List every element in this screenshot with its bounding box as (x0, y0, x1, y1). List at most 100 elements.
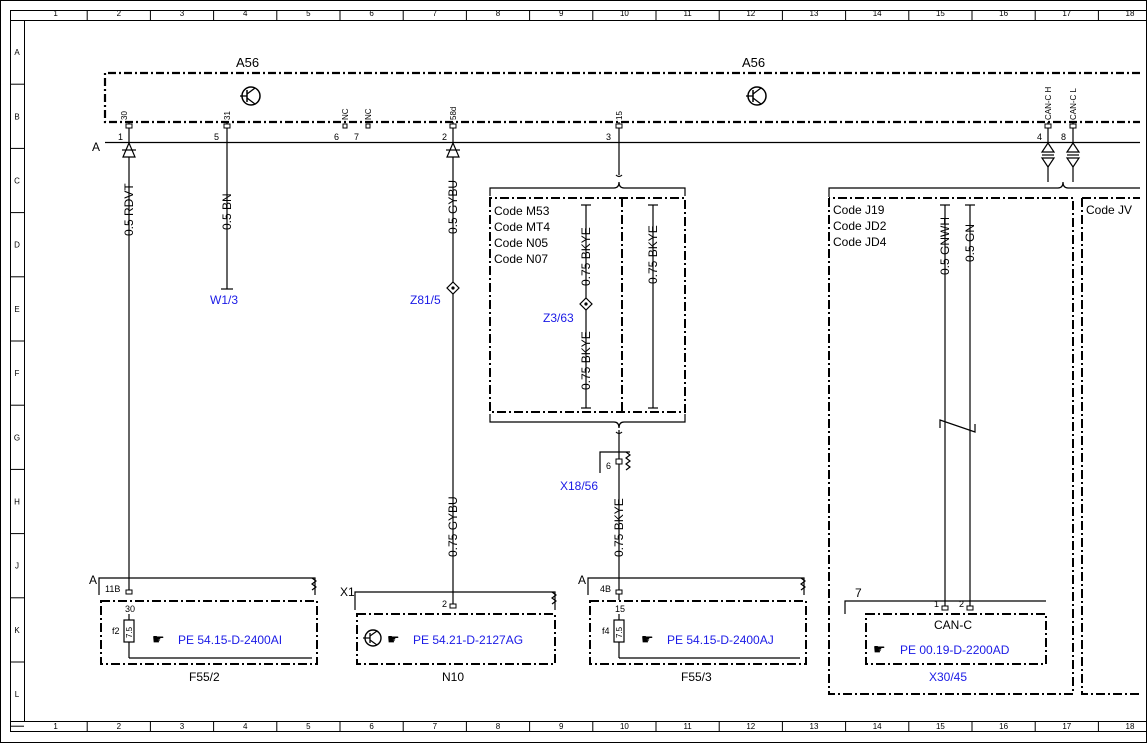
svg-text:PE 54.15-D-2400AI: PE 54.15-D-2400AI (178, 633, 282, 647)
pointing-hand-icon: ☛ (641, 631, 654, 647)
component-f55-2: A 11B 30 7.5 f2 F55/2 (89, 573, 318, 684)
svg-text:Code N07: Code N07 (494, 252, 548, 266)
column-label: 15 (936, 722, 945, 731)
transistor-icon (240, 86, 261, 106)
svg-text:Code MT4: Code MT4 (494, 220, 550, 234)
component-f55-3: A 4B 15 7.5 f4 F55/3 (578, 573, 807, 684)
pointing-hand-icon: ☛ (387, 631, 400, 647)
svg-text:A: A (89, 573, 97, 587)
ref-x30-45-link[interactable]: ☛ PE 00.19-D-2200AD (873, 641, 1010, 657)
column-label: 11 (683, 722, 692, 731)
svg-text:6: 6 (606, 461, 611, 471)
svg-text:6: 6 (334, 132, 339, 142)
column-label: 15 (936, 9, 945, 18)
column-label: 14 (873, 722, 882, 731)
column-label: 7 (433, 9, 438, 18)
ref-x3045[interactable]: X30/45 (929, 670, 967, 684)
module-a56-outline (103, 71, 1140, 124)
column-label: 18 (1126, 722, 1135, 731)
row-label: H (14, 498, 20, 507)
pin-58d: 58d 2 (442, 107, 458, 142)
code-group-1: Code M53 Code MT4 Code N05 Code N07 (494, 204, 550, 266)
column-label: 8 (496, 722, 501, 731)
column-label: 18 (1126, 9, 1135, 18)
svg-text:f2: f2 (112, 626, 120, 636)
column-label: 4 (243, 9, 248, 18)
row-label: G (14, 433, 20, 442)
svg-text:7: 7 (354, 132, 359, 142)
ref-w13[interactable]: W1/3 (210, 293, 238, 307)
ref-f55-2-link[interactable]: ☛ PE 54.15-D-2400AI (152, 631, 282, 647)
svg-text:0.75 BKYE: 0.75 BKYE (612, 498, 626, 557)
svg-text:2: 2 (959, 599, 964, 609)
wire-rdvt: 0.5 RDVT (122, 141, 136, 590)
column-label: 14 (873, 9, 882, 18)
pin-nc-7: NC 7 (354, 108, 373, 142)
row-label: B (14, 112, 19, 121)
row-label: F (15, 369, 20, 378)
svg-text:PE 00.19-D-2200AD: PE 00.19-D-2200AD (900, 643, 1010, 657)
column-label: 4 (243, 722, 248, 731)
svg-text:0.5 GNWH: 0.5 GNWH (938, 217, 952, 275)
svg-text:CAN-C H: CAN-C H (1044, 86, 1053, 120)
component-n10: X1 2 N10 (340, 585, 557, 684)
row-label: J (15, 562, 19, 571)
svg-text:11B: 11B (105, 584, 120, 594)
svg-text:CAN-C: CAN-C (934, 618, 972, 632)
row-label: D (14, 241, 20, 250)
pin-can-c-h: CAN-C H 4 (1037, 86, 1053, 142)
svg-text:A: A (578, 573, 586, 587)
component-name-f55-3: F55/3 (681, 670, 712, 684)
code-group-2: Code J19 Code JD2 Code JD4 (833, 203, 887, 249)
component-name-n10: N10 (442, 670, 464, 684)
ref-x1856[interactable]: X18/56 (560, 479, 598, 493)
column-ruler: 1122334455667788991010111112121313141415… (53, 9, 1135, 731)
column-label: 10 (620, 9, 629, 18)
column-label: 9 (559, 9, 564, 18)
row-label: A (14, 48, 20, 57)
svg-text:CAN-C L: CAN-C L (1069, 87, 1078, 120)
svg-text:4: 4 (1037, 132, 1042, 142)
column-label: 13 (810, 722, 819, 731)
column-label: 8 (496, 9, 501, 18)
pointing-hand-icon: ☛ (152, 631, 165, 647)
ref-z363[interactable]: Z3/63 (543, 311, 574, 325)
svg-text:0.75 GYBU: 0.75 GYBU (446, 496, 460, 557)
svg-text:0.5 BN: 0.5 BN (220, 193, 234, 230)
svg-text:0.5 GYBU: 0.5 GYBU (446, 180, 460, 234)
column-label: 7 (433, 722, 438, 731)
column-label: 16 (999, 722, 1008, 731)
column-label: 17 (1062, 9, 1071, 18)
svg-text:8: 8 (1061, 132, 1066, 142)
svg-text:0.75 BKYE: 0.75 BKYE (646, 225, 660, 284)
pin-30: 30 1 (118, 111, 133, 142)
pin-15: 15 3 (606, 111, 624, 142)
ref-f55-3-link[interactable]: ☛ PE 54.15-D-2400AJ (641, 631, 774, 647)
pin-can-c-l: CAN-C L 8 (1061, 87, 1078, 142)
svg-text:Code M53: Code M53 (494, 204, 550, 218)
ref-z815[interactable]: Z81/5 (410, 293, 441, 307)
column-label: 5 (306, 722, 311, 731)
svg-text:Code J19: Code J19 (833, 203, 885, 217)
svg-text:4B: 4B (600, 584, 611, 594)
svg-text:30: 30 (120, 111, 129, 120)
wire-bn: 0.5 BN W1/3 (210, 142, 238, 307)
svg-text:3: 3 (606, 132, 611, 142)
column-label: 2 (117, 722, 122, 731)
svg-text:2: 2 (442, 599, 447, 609)
svg-text:5: 5 (214, 132, 219, 142)
row-label: E (14, 305, 19, 314)
column-label: 6 (369, 722, 374, 731)
svg-text:NC: NC (341, 108, 350, 120)
pointing-hand-icon: ☛ (873, 641, 886, 657)
column-label: 17 (1062, 722, 1071, 731)
ref-n10-link[interactable]: ☛ PE 54.21-D-2127AG (387, 631, 523, 647)
can-bus-region: 0.5 GNWH 0.5 GN (828, 141, 1140, 695)
svg-text:7: 7 (855, 586, 862, 600)
column-label: 12 (746, 722, 755, 731)
column-label: 16 (999, 9, 1008, 18)
svg-text:X1: X1 (340, 585, 355, 599)
column-label: 5 (306, 9, 311, 18)
pin-31: 31 5 (214, 111, 232, 142)
